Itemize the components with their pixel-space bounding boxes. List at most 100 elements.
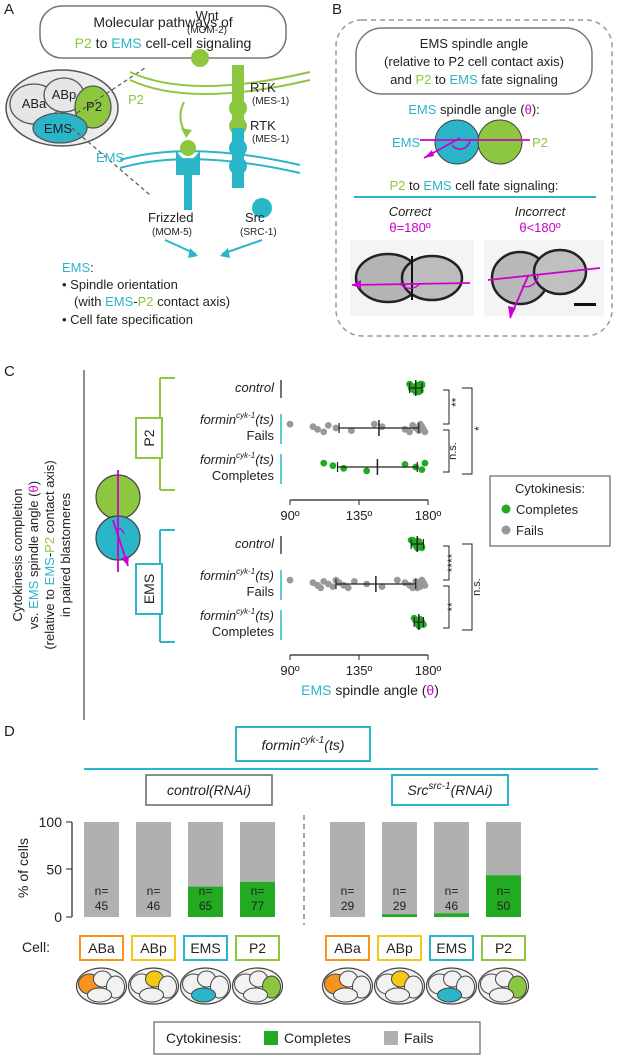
fate-signaling-label: P2 to EMS cell fate signaling: <box>389 178 558 193</box>
bar-n-prefix: n= <box>147 884 161 898</box>
bar-n-value: 29 <box>341 899 355 913</box>
ems-tick-90: 90º <box>280 663 299 678</box>
group2-label-box <box>391 774 509 806</box>
frizzled-label: Frizzled <box>148 210 194 225</box>
ems-row1-point <box>286 576 294 584</box>
rtk2-label: RTK <box>250 118 276 133</box>
p2-row1-point <box>370 420 378 428</box>
paired-blastomere-diagram <box>95 470 141 572</box>
p2-row2-point <box>421 459 429 467</box>
p2-tick-180: 180º <box>415 508 442 523</box>
bar-fails-aba <box>84 822 119 917</box>
p2-row-completes-label1: formincyk-1(ts) <box>200 451 274 467</box>
cell-label-box-p2 <box>481 935 526 961</box>
p2-row1-point <box>406 428 413 436</box>
src-kinase <box>252 198 272 218</box>
rtk1-sub-label: (MES-1) <box>252 96 289 107</box>
outcome-bullet1: • Spindle orientation <box>62 277 178 292</box>
panel-a-title-box <box>39 5 287 59</box>
cell-row-label: Cell: <box>22 939 50 955</box>
legend-c-fails-swatch <box>501 525 511 535</box>
p2-row1-point <box>320 428 328 436</box>
p2-tick-90: 90º <box>280 508 299 523</box>
legend-c-fails-label: Fails <box>516 523 544 538</box>
bar-fails-abp <box>136 822 171 917</box>
ems-sig-control-fails: **** <box>445 553 459 572</box>
panel-c-xlabel: EMS spindle angle (θ) <box>301 682 439 698</box>
ems-row1-point <box>329 583 337 590</box>
bar-n-value: 65 <box>199 899 213 913</box>
bar-fails-abp <box>382 822 417 915</box>
panel-b-frame <box>335 19 613 337</box>
group-p2-label: P2 <box>141 429 157 446</box>
d-ytick-0: 0 <box>54 909 62 925</box>
p2-row0-point <box>416 380 424 388</box>
src-label: Src <box>245 210 265 225</box>
p2-row-completes-label2: Completes <box>212 468 275 483</box>
d-ytick-100: 100 <box>39 814 63 830</box>
p2-label: P2 <box>86 99 102 114</box>
src-sub-label: (SRC-1) <box>240 227 277 238</box>
embryo-diagram: ABa ABp P2 EMS <box>5 67 151 196</box>
legend-d-completes-label: Completes <box>284 1030 351 1046</box>
micrograph-incorrect <box>484 240 604 319</box>
scale-bar <box>574 303 596 306</box>
p2-row2-point <box>363 467 371 475</box>
panel-a-title-line1: Molecular pathways of <box>93 14 232 30</box>
panel-b-title-box <box>355 27 593 95</box>
legend-c-completes-swatch <box>501 504 511 514</box>
ems-row1-point <box>413 584 421 592</box>
group-ems-label: EMS <box>141 574 157 604</box>
panel-d-letter: D <box>4 723 15 740</box>
p2-sig-control-completes: * <box>472 426 486 431</box>
spindle-angle-diagram: EMS P2 <box>392 119 548 165</box>
micrograph-correct <box>350 240 474 316</box>
ems-row0-point <box>416 543 424 550</box>
ems-row1-point <box>378 583 386 590</box>
outcome-header: EMS: <box>62 260 94 275</box>
bar-completes-abp <box>382 914 417 917</box>
ems-row-completes-label2: Completes <box>212 624 275 639</box>
bar-fails-p2 <box>486 822 521 876</box>
legend-d-fails-label: Fails <box>404 1030 434 1046</box>
bar-n-prefix: n= <box>393 884 407 898</box>
ems-row-fails-label2: Fails <box>247 584 275 599</box>
bar-completes-ems <box>434 913 469 917</box>
p2-row2-point <box>340 464 348 472</box>
panel-a-letter: A <box>4 1 14 18</box>
frizzled-receptor <box>176 150 200 175</box>
panel-b-title-line1: EMS spindle angle <box>420 36 528 51</box>
panel-b-title-line2: (relative to P2 cell contact axis) <box>384 54 564 69</box>
embryo-icon-abp <box>373 967 426 1005</box>
wnt-label: Wnt <box>195 8 219 23</box>
ems-membrane-label: EMS <box>96 150 125 165</box>
p2-sig-fails-completes: n.s. <box>447 442 459 460</box>
p2-row-fails-label2: Fails <box>247 428 275 443</box>
ems-row1-point <box>421 581 429 589</box>
embryo-icon-aba <box>321 967 374 1005</box>
cell-label-ems: EMS <box>190 940 220 956</box>
wnt-ligand <box>191 49 209 67</box>
legend-d-completes-swatch <box>264 1031 278 1045</box>
svg-text:vs. EMS spindle angle (θ): vs. EMS spindle angle (θ) <box>26 481 41 629</box>
panel-c-ylabel: Cytokinesis completion vs. EMS spindle a… <box>10 460 73 649</box>
p2-row1-point <box>324 422 332 429</box>
bar-completes-p2 <box>486 875 521 917</box>
svg-text:in paired blastomeres: in paired blastomeres <box>58 492 73 617</box>
ems-row1-point <box>393 576 401 584</box>
p2-x-axis: 90º 135º 180º <box>280 499 442 523</box>
p2-sig-control-fails: ** <box>449 397 463 407</box>
cell-label-box-aba <box>79 935 124 961</box>
pathway-diagram: P2 EMS Wnt (MOM-2) RTK (MES-1) RTK (MES-… <box>96 8 311 258</box>
scatter-plot-ems <box>286 536 429 630</box>
bar-n-value: 29 <box>393 899 407 913</box>
ems-sig-control-completes: n.s. <box>471 578 483 596</box>
bar-fails-aba <box>330 822 365 917</box>
legend-d-title: Cytokinesis: <box>166 1030 241 1046</box>
p2-significance: ** n.s. * <box>443 387 486 475</box>
rtk1-label: RTK <box>250 80 276 95</box>
cell-label-box-ems <box>429 935 474 961</box>
d-ytick-50: 50 <box>46 862 62 878</box>
ems-row-control-label: control <box>235 536 275 551</box>
